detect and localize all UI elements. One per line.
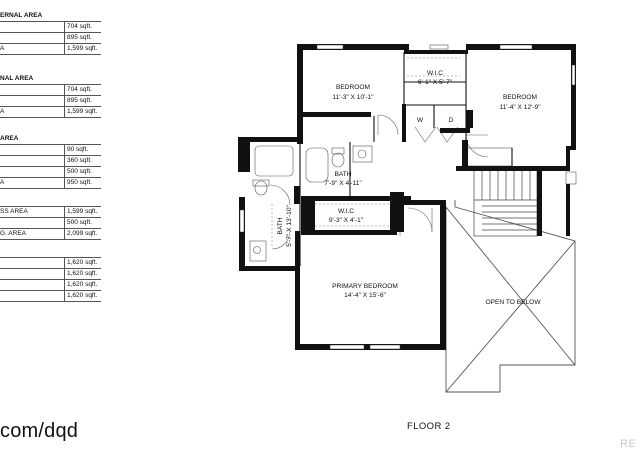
bedroom-left-dims: 11'-3" X 10'-1" xyxy=(332,94,374,101)
area-table-row: 704 sqft. xyxy=(0,85,101,96)
room-labels: BEDROOM 11'-3" X 10'-1" W.I.C 6'-1" X 5'… xyxy=(277,70,541,306)
primary-bedroom-dims: 14'-4" X 15'-6" xyxy=(344,292,386,299)
primary-bedroom-name: PRIMARY BEDROOM xyxy=(332,283,398,290)
open-to-below-label: OPEN TO BELOW xyxy=(485,299,541,306)
area-row-label: A xyxy=(0,45,5,52)
windows xyxy=(239,44,577,350)
area-table-row: 1,620 sqft. xyxy=(0,291,101,302)
area-row-value: 1,599 sqft. xyxy=(64,207,101,217)
area-row-value: 1,620 sqft. xyxy=(64,280,101,290)
area-table-row: 895 sqft. xyxy=(0,33,101,44)
area-row-value: 2,099 sqft. xyxy=(64,229,101,239)
area-table-row: 500 sqft. xyxy=(0,218,101,229)
area-table-row: 1,620 sqft. xyxy=(0,258,101,269)
area-table-row: 895 sqft. xyxy=(0,96,101,107)
area-table-row: A 950 sqft. xyxy=(0,178,101,189)
area-row-value: 950 sqft. xyxy=(64,178,101,188)
area-row-value: 500 sqft. xyxy=(64,218,101,228)
bedroom-right-name: BEDROOM xyxy=(503,94,537,101)
area-table-header: ERNAL AREA xyxy=(0,10,101,22)
washer-label: W xyxy=(417,117,424,124)
area-row-value: 360 sqft. xyxy=(64,156,101,166)
area-row-label: G. AREA xyxy=(0,230,27,237)
closet-shelving xyxy=(271,57,460,248)
area-table-rule xyxy=(0,206,101,207)
wic-primary-name: W.I.C xyxy=(338,208,354,215)
wic-primary-dims: 9'-3" X 4'-1" xyxy=(329,217,364,224)
area-row-value: 895 sqft. xyxy=(64,33,101,43)
bath-primary-name: BATH xyxy=(277,217,284,234)
area-table-row: 1,620 sqft. xyxy=(0,280,101,291)
area-table-row: SS AREA 1,599 sqft. xyxy=(0,207,101,218)
area-table-row: 360 sqft. xyxy=(0,156,101,167)
area-table-header: AREA xyxy=(0,133,101,145)
area-table-rule xyxy=(0,257,101,258)
bath-mid-name: BATH xyxy=(334,171,351,178)
area-row-value: 1,599 sqft. xyxy=(64,44,101,54)
area-row-value: 1,620 sqft. xyxy=(64,258,101,268)
area-row-value: 90 sqft. xyxy=(64,145,101,155)
area-row-label: A xyxy=(0,108,5,115)
staircase xyxy=(473,169,538,237)
area-table-row: 90 sqft. xyxy=(0,145,101,156)
open-to-below-area xyxy=(445,200,576,393)
area-row-value: 704 sqft. xyxy=(64,85,101,95)
area-row-label: A xyxy=(0,179,5,186)
area-table: SS AREA 1,599 sqft.500 sqft. G. AREA 2,099 … xyxy=(0,206,101,240)
watermark-text: RE xyxy=(620,438,637,450)
area-row-value: 895 sqft. xyxy=(64,96,101,106)
area-table-row: 704 sqft. xyxy=(0,22,101,33)
area-table-row: G. AREA 2,099 sqft. xyxy=(0,229,101,240)
bath-primary-dims: 5'-7" X 13'-10" xyxy=(286,205,293,247)
area-row-value: 500 sqft. xyxy=(64,167,101,177)
area-table-row: A 1,599 sqft. xyxy=(0,107,101,118)
area-row-value: 1,599 sqft. xyxy=(64,107,101,117)
floor-label: FLOOR 2 xyxy=(407,421,451,432)
area-row-value: 704 sqft. xyxy=(64,22,101,32)
area-table: 1,620 sqft.1,620 sqft.1,620 sqft.1,620 s… xyxy=(0,257,101,302)
bedroom-left-name: BEDROOM xyxy=(336,84,370,91)
website-url: com/dqd xyxy=(0,420,79,442)
structural-walls xyxy=(238,44,576,350)
bedroom-right-dims: 11'-4" X 12'-9" xyxy=(499,104,541,111)
area-row-label: SS AREA xyxy=(0,208,28,215)
area-table-row: 1,620 sqft. xyxy=(0,269,101,280)
area-table-header: NAL AREA xyxy=(0,73,101,85)
dryer-label: D xyxy=(449,117,454,124)
bath-mid-dims: 7'-9" X 4'-11" xyxy=(324,180,362,187)
area-row-value: 1,620 sqft. xyxy=(64,269,101,279)
area-table-row: 500 sqft. xyxy=(0,167,101,178)
area-row-value: 1,620 sqft. xyxy=(64,291,101,301)
area-table-row: A 1,599 sqft. xyxy=(0,44,101,55)
wic-top-name: W.I.C xyxy=(427,70,443,77)
wic-top-dims: 6'-1" X 5'-7" xyxy=(418,79,453,86)
